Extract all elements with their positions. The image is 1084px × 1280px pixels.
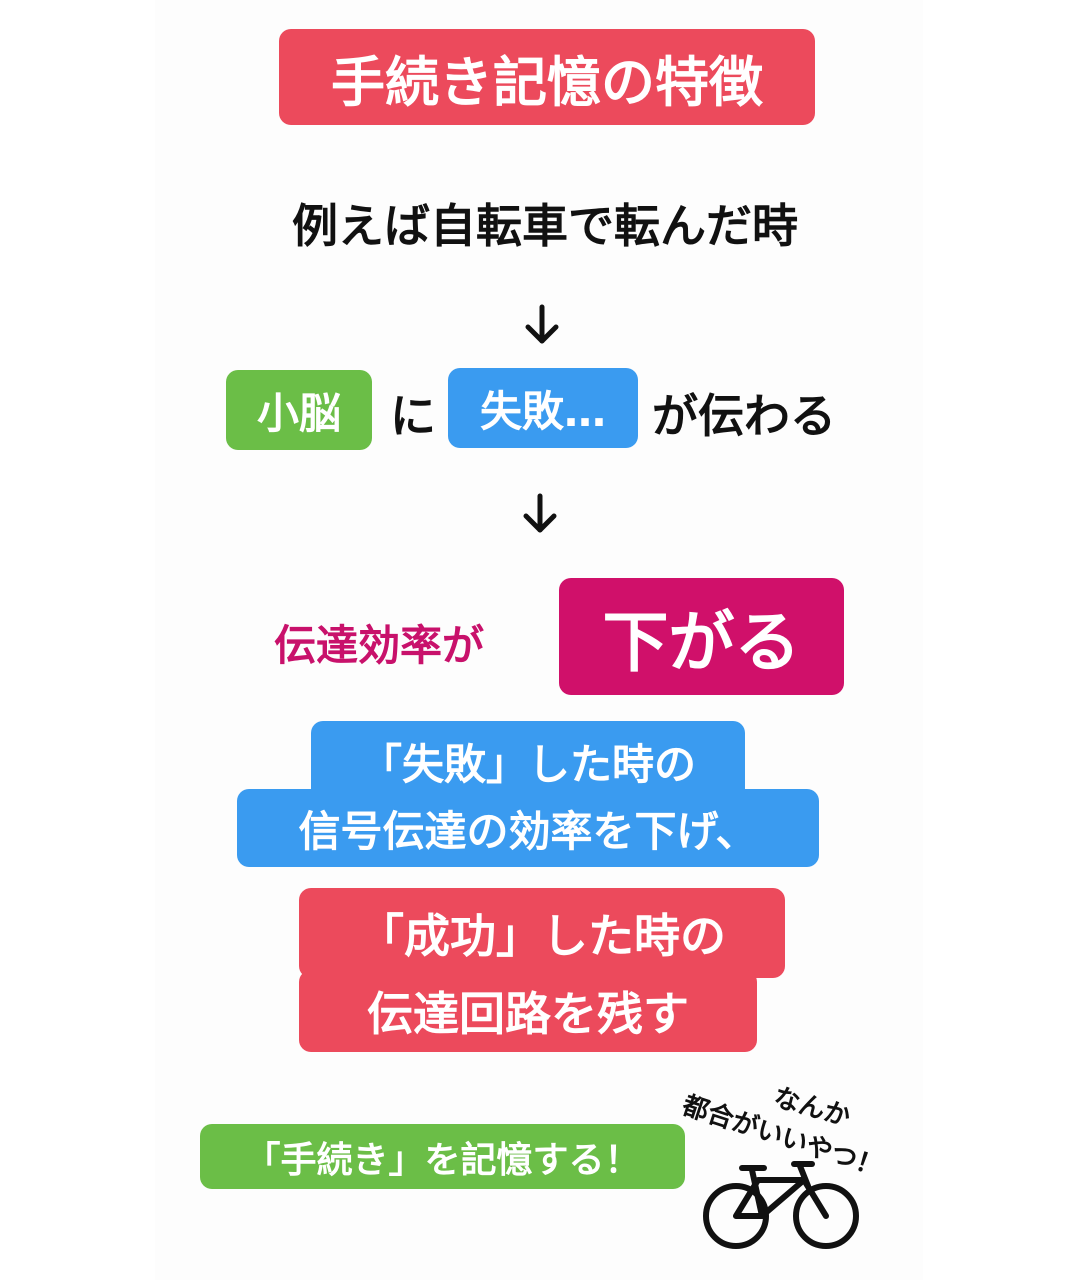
success-note-text-1: 「成功」した時の [358, 909, 726, 963]
decrease-badge: 下がる [559, 578, 844, 695]
page-title: 手続き記憶の特徴 [331, 50, 763, 114]
failure-note-text-1: 「失敗」した時の [359, 739, 696, 789]
failure-badge: 失敗… [448, 368, 638, 448]
conclusion-badge: 「手続き」を記憶する！ [200, 1124, 685, 1189]
success-note-line1: 「成功」した時の [299, 888, 785, 978]
down-arrow-icon [523, 493, 557, 533]
failure-note-line1: 「失敗」した時の [311, 721, 745, 801]
conclusion-label: 「手続き」を記憶する！ [244, 1139, 641, 1181]
down-arrow-icon [525, 304, 559, 344]
transmits-text: が伝わる [652, 389, 836, 443]
failure-note-line2: 信号伝達の効率を下げ、 [237, 789, 819, 867]
title-badge: 手続き記憶の特徴 [279, 29, 815, 125]
success-note-text-2: 伝達回路を残す [367, 987, 689, 1041]
intro-text: 例えば自転車で転んだ時 [292, 199, 798, 253]
cerebellum-label: 小脳 [256, 388, 341, 438]
failure-label: 失敗… [479, 386, 606, 436]
efficiency-text: 伝達効率が [274, 621, 485, 670]
decrease-label: 下がる [602, 603, 801, 681]
cerebellum-badge: 小脳 [226, 370, 372, 450]
particle-ni: に [390, 389, 436, 443]
bicycle-icon [703, 1161, 859, 1249]
failure-note-text-2: 信号伝達の効率を下げ、 [298, 806, 758, 856]
success-note-line2: 伝達回路を残す [299, 970, 757, 1052]
